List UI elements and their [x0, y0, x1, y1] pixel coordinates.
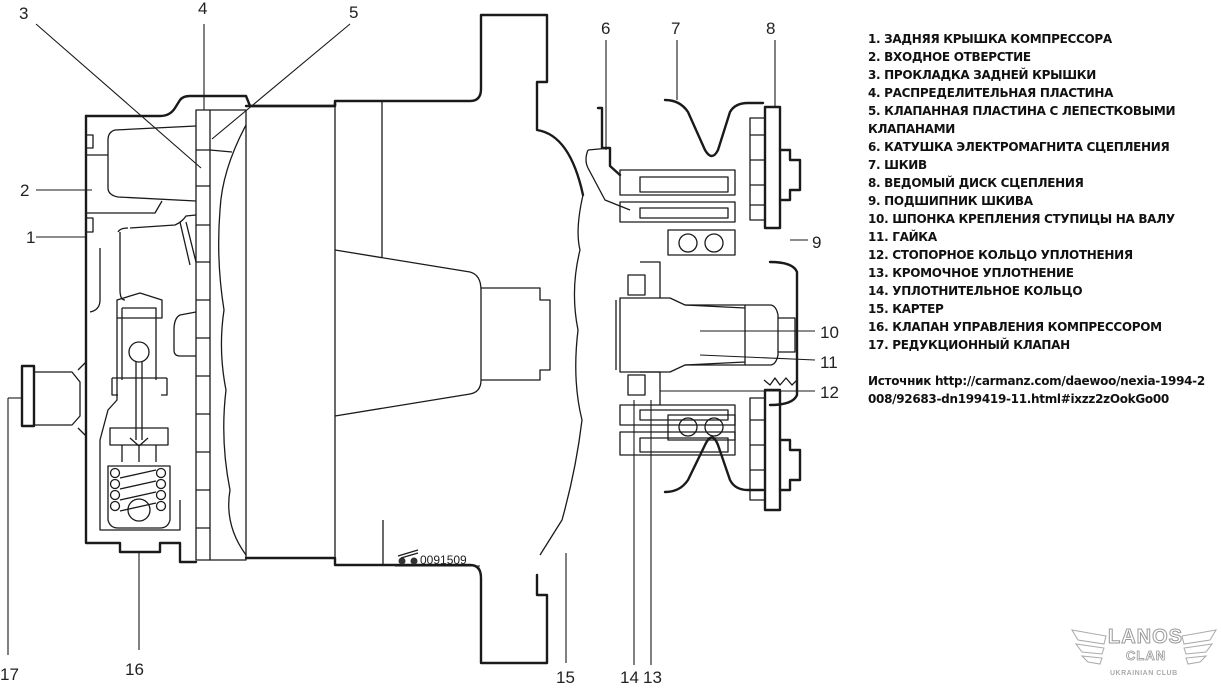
stamp-wheel-icon	[398, 557, 406, 565]
legend-item: 7. ШКИВ	[868, 158, 927, 172]
legend-item: 3. ПРОКЛАДКА ЗАДНЕЙ КРЫШКИ	[868, 68, 1097, 82]
plates	[173, 109, 247, 561]
drawing-code: 0091509	[420, 553, 467, 567]
source-citation: Источник http://carmanz.com/daewoo/nexia…	[868, 372, 1208, 408]
callout-9: 9	[812, 233, 821, 252]
legend-item: 6. КАТУШКА ЭЛЕКТРОМАГНИТА СЦЕПЛЕНИЯ	[868, 140, 1170, 154]
logo-tagline: UKRAINIAN CLUB	[1110, 670, 1178, 677]
callout-13: 13	[643, 668, 662, 685]
leader-lines	[7, 23, 816, 665]
wings-icon	[1071, 629, 1217, 665]
legend-item: 14. УПЛОТНИТЕЛЬНОЕ КОЛЬЦО	[868, 284, 1083, 298]
legend-item: 8. ВЕДОМЫЙ ДИСК СЦЕПЛЕНИЯ	[868, 176, 1084, 190]
lanos-clan-logo: LANOS CLAN UKRAINIAN CLUB	[1068, 620, 1220, 684]
callout-12: 12	[820, 383, 839, 402]
logo-subtitle: CLAN	[1126, 648, 1167, 664]
source-url[interactable]: http://carmanz.com/daewoo/nexia-1994-200…	[868, 374, 1205, 406]
legend-item: 15. КАРТЕР	[868, 302, 944, 316]
drawing-stamp: 0091509	[395, 549, 480, 567]
legend-item: 17. РЕДУКЦИОННЫЙ КЛАПАН	[868, 338, 1070, 352]
callout-1: 1	[26, 228, 35, 247]
source-label: Источник	[868, 374, 932, 388]
parts-legend: 1. ЗАДНЯЯ КРЫШКА КОМПРЕССОРА 2. ВХОДНОЕ …	[868, 30, 1218, 354]
callout-4: 4	[198, 0, 207, 18]
callout-8: 8	[766, 19, 775, 38]
legend-item: 9. ПОДШИПНИК ШКИВА	[868, 194, 1033, 208]
callout-16: 16	[125, 660, 144, 679]
callout-3: 3	[19, 4, 28, 23]
legend-item: 10. ШПОНКА КРЕПЛЕНИЯ СТУПИЦЫ НА ВАЛУ	[868, 212, 1175, 226]
legend-item: 12. СТОПОРНОЕ КОЛЬЦО УПЛОТНЕНИЯ	[868, 248, 1133, 262]
legend-item: 11. ГАЙКА	[868, 230, 937, 244]
legend-item: 2. ВХОДНОЕ ОТВЕРСТИЕ	[868, 50, 1031, 64]
callout-7: 7	[671, 19, 680, 38]
callout-2: 2	[20, 181, 29, 200]
callout-labels: 1 2 3 4 5 6 7 8 9 10 11 12 13 14 15 16 1…	[0, 0, 839, 685]
callout-5: 5	[349, 3, 358, 22]
legend-item: 1. ЗАДНЯЯ КРЫШКА КОМПРЕССОРА	[868, 32, 1112, 46]
legend-item: 16. КЛАПАН УПРАВЛЕНИЯ КОМПРЕССОРОМ	[868, 320, 1162, 334]
stamp-wheel-icon	[410, 557, 418, 565]
logo-title: LANOS	[1108, 626, 1183, 649]
callout-14: 14	[620, 668, 639, 685]
legend-item: 13. КРОМОЧНОЕ УПЛОТНЕНИЕ	[868, 266, 1074, 280]
spring	[109, 467, 167, 512]
callout-17: 17	[0, 665, 19, 684]
legend-item: 4. РАСПРЕДЕЛИТЕЛЬНАЯ ПЛАСТИНА	[868, 86, 1114, 100]
clutch-assembly	[585, 98, 802, 512]
callout-15: 15	[556, 668, 575, 685]
crankcase	[244, 13, 585, 665]
rear-cover	[20, 94, 337, 564]
callout-11: 11	[820, 353, 838, 372]
legend-item: 5. КЛАПАННАЯ ПЛАСТИНА С ЛЕПЕСТКОВЫМИ КЛА…	[868, 104, 1176, 136]
callout-6: 6	[601, 19, 610, 38]
callout-10: 10	[820, 323, 839, 342]
